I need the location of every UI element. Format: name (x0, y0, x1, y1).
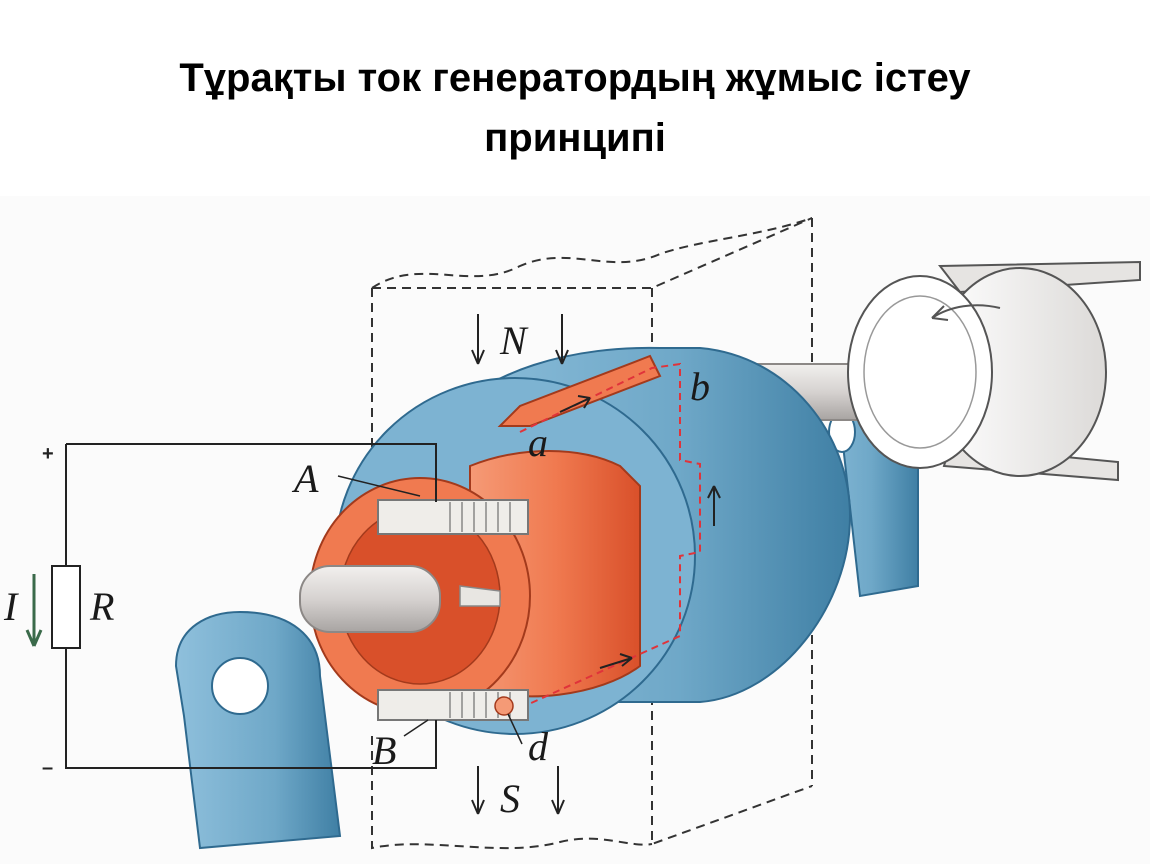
left-shaft (299, 565, 441, 633)
brush-a (377, 499, 529, 535)
coil-end-d-dot (494, 696, 514, 716)
dc-generator-diagram: N S A B a b d I R + – (0, 196, 1150, 864)
south-pole-outline (371, 620, 813, 850)
label-a-coil: a (528, 420, 548, 465)
north-field-arrows (471, 314, 569, 365)
label-n: N (499, 318, 529, 363)
rotation-arrow-icon (931, 304, 1001, 319)
label-minus: – (42, 757, 53, 779)
coil-current-arrow-side (707, 485, 721, 526)
external-circuit (65, 443, 437, 769)
leader-lines (337, 475, 523, 745)
label-s: S (500, 776, 520, 821)
label-a-brush: A (291, 456, 319, 501)
south-field-arrows (471, 766, 565, 815)
title-line-1: Тұрақты ток генератордың жұмыс істеу (179, 56, 971, 100)
slide-title: Тұрақты ток генератордың жұмыс істеу при… (0, 48, 1150, 168)
label-plus: + (42, 443, 54, 465)
label-b-coil: b (690, 364, 710, 409)
armature-coil-path (519, 362, 701, 709)
coil-current-arrow-bottom (599, 653, 633, 669)
label-d-coil: d (528, 724, 549, 769)
label-resistor-r: R (89, 584, 114, 629)
coil-current-arrow-top (559, 395, 591, 413)
label-b-brush: B (372, 728, 396, 773)
left-bearing-bracket (174, 610, 342, 850)
label-current-i: I (3, 584, 19, 629)
drive-pulley (847, 260, 1141, 482)
title-line-2: принципі (484, 116, 666, 160)
current-arrow-icon (25, 574, 43, 647)
resistor-r (51, 565, 81, 649)
